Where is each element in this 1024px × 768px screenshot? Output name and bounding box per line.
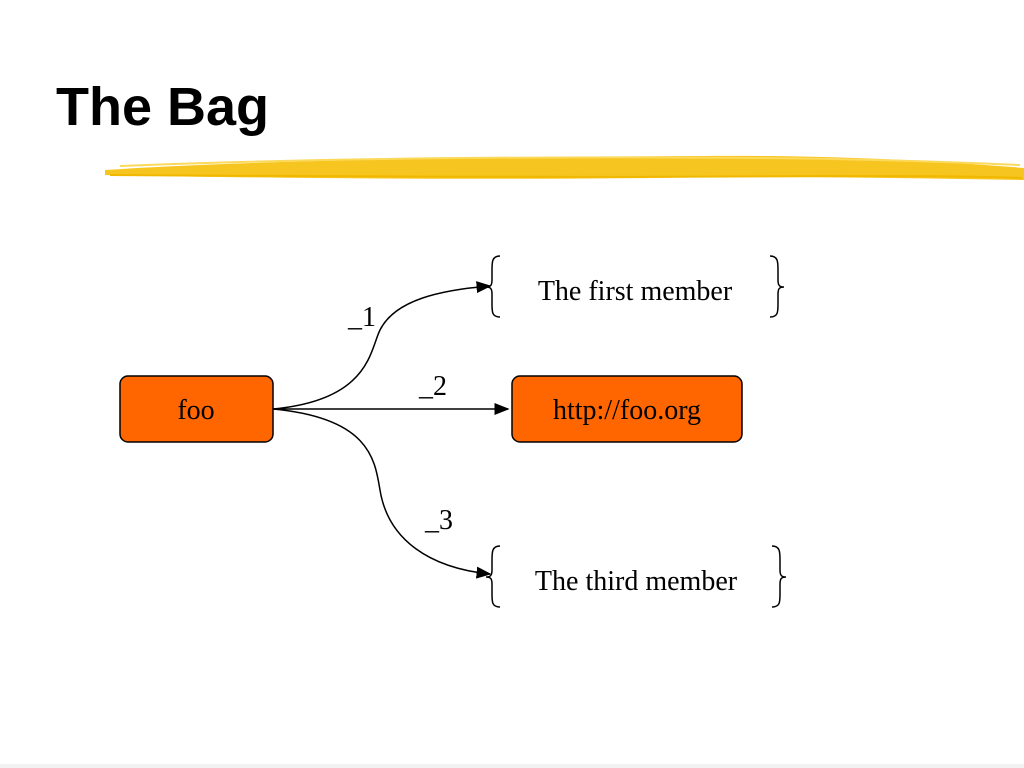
edge-1-label: _1 [347,302,376,333]
footer-divider [0,764,1024,768]
edge-2-label: _2 [418,371,447,402]
edge-3-curve [272,408,492,579]
right-brace [771,545,787,608]
source-node-label: foo [177,395,214,426]
edge-3-label: _3 [424,505,453,536]
target-2-label: http://foo.org [553,395,701,426]
edge-1-curve [272,281,492,410]
slide-title: The Bag [56,77,270,137]
title-underline-stroke [105,155,1024,180]
target-3-label: The third member [535,566,738,597]
target-1-label: The first member [538,276,733,307]
target-literal-1: The first member [485,255,785,318]
left-brace [485,545,501,608]
right-brace [769,255,785,318]
target-literal-3: The third member [485,545,787,608]
source-node: foo [119,375,274,443]
target-resource-2: http://foo.org [511,375,743,443]
left-brace [485,255,501,318]
